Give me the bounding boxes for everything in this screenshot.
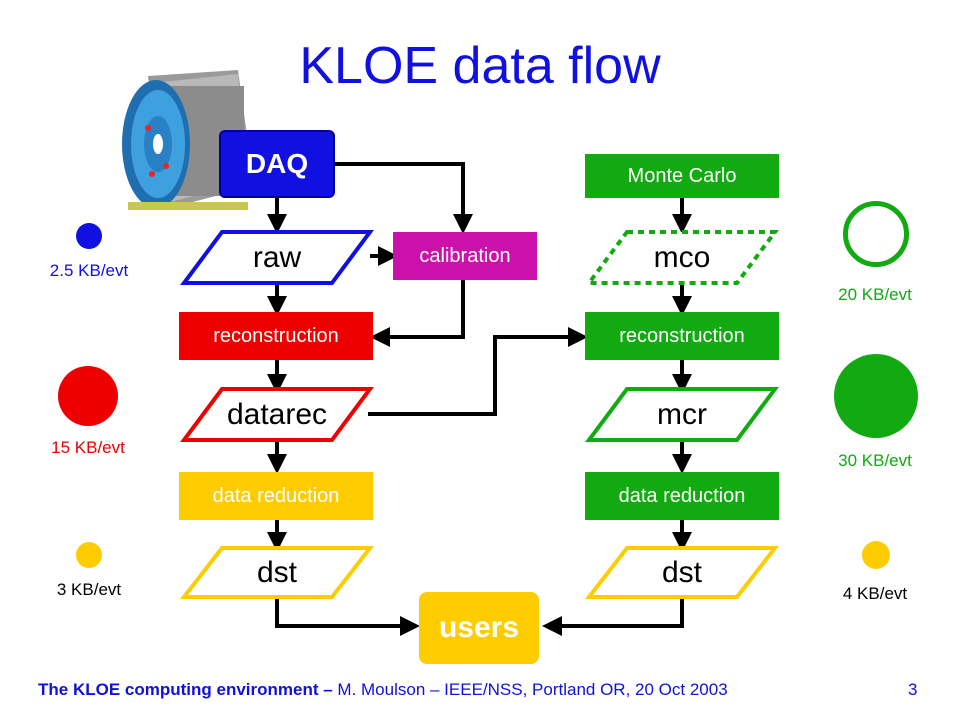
users-box: users (419, 592, 539, 664)
dst-data-label: dst (256, 555, 298, 589)
raw-shape (180, 230, 374, 285)
daq-box: DAQ (219, 130, 335, 198)
dst-data-shape (179, 546, 375, 599)
monte-carlo-label: Monte Carlo (627, 164, 737, 187)
data-reduction-label-mc: data reduction (618, 484, 746, 507)
dst-mc-size-dot (862, 541, 890, 569)
dst-data-size-label: 3 KB/evt (56, 580, 122, 599)
monte-carlo-box: Monte Carlo (585, 154, 779, 198)
users-label: users (438, 611, 520, 644)
mcr-shape (585, 387, 779, 442)
reconstruction-label-mc: reconstruction (619, 324, 745, 347)
mcr-label: mcr (657, 397, 707, 431)
mco-shape (585, 230, 779, 285)
dst-mc-shape (584, 546, 780, 599)
dst-mc-size-label: 4 KB/evt (842, 584, 908, 603)
datarec-size-label: 15 KB/evt (51, 438, 125, 457)
footer: The KLOE computing environment – M. Moul… (38, 680, 728, 700)
calibration-box: calibration (393, 232, 537, 280)
calibration-label: calibration (419, 244, 511, 267)
data-reduction-box-data: data reduction (179, 472, 373, 520)
reconstruction-label-data: reconstruction (213, 324, 339, 347)
mcr-size-dot (834, 354, 918, 438)
data-reduction-box-mc: data reduction (585, 472, 779, 520)
dst-mc-label: dst (661, 555, 703, 589)
reconstruction-box-data: reconstruction (179, 312, 373, 360)
mco-label: mco (653, 240, 711, 274)
raw-size-dot (76, 223, 102, 249)
datarec-label: datarec (226, 397, 328, 431)
footer-rest: M. Moulson – IEEE/NSS, Portland OR, 20 O… (332, 680, 728, 699)
page-number: 3 (908, 680, 918, 699)
footer-bold: The KLOE computing environment – (38, 680, 333, 699)
daq-label: DAQ (245, 148, 309, 179)
mco-size-label: 20 KB/evt (838, 285, 912, 304)
datarec-size-dot (58, 366, 118, 426)
reconstruction-box-mc: reconstruction (585, 312, 779, 360)
raw-size-label: 2.5 KB/evt (49, 261, 129, 280)
mcr-size-label: 30 KB/evt (838, 451, 912, 470)
datarec-shape (180, 387, 374, 442)
page-title: KLOE data flow (299, 37, 661, 95)
dst-data-size-dot (76, 542, 102, 568)
raw-label: raw (252, 240, 302, 274)
data-reduction-label-data: data reduction (212, 484, 340, 507)
mco-size-dot (843, 201, 909, 267)
